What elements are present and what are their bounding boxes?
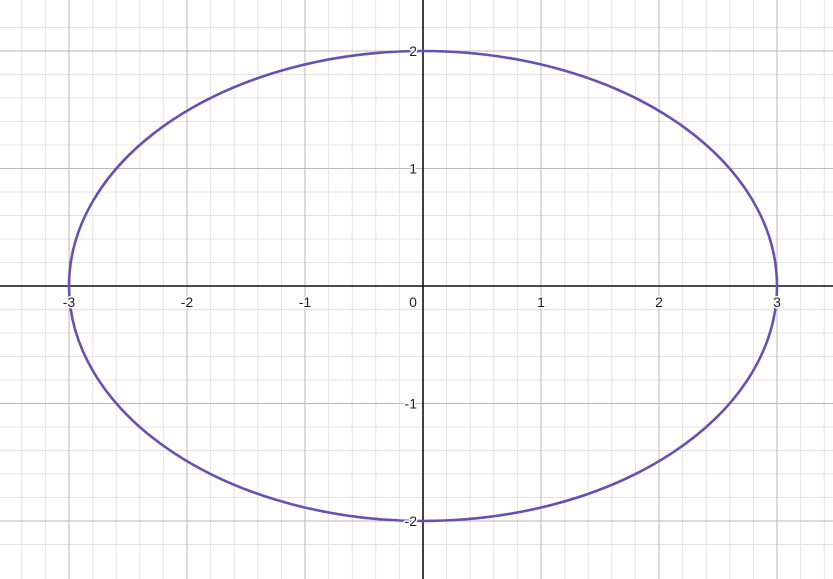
x-tick-label: 0: [409, 294, 417, 310]
x-tick-label: -1: [299, 294, 312, 310]
x-tick-label: 2: [655, 294, 663, 310]
y-tick-label: -1: [405, 396, 418, 412]
x-tick-label: 3: [773, 294, 781, 310]
x-tick-label: -2: [181, 294, 194, 310]
y-tick-label: 2: [409, 43, 417, 59]
y-tick-label: 1: [409, 161, 417, 177]
ellipse-curve: [67, 49, 779, 523]
y-tick-label: -2: [405, 513, 418, 529]
x-tick-label: -3: [63, 294, 76, 310]
tick-labels: -3 -2 -1 0 1 2 3 2 1 -1 -2: [61, 42, 782, 531]
curves: [67, 49, 779, 523]
x-tick-label: 1: [537, 294, 545, 310]
